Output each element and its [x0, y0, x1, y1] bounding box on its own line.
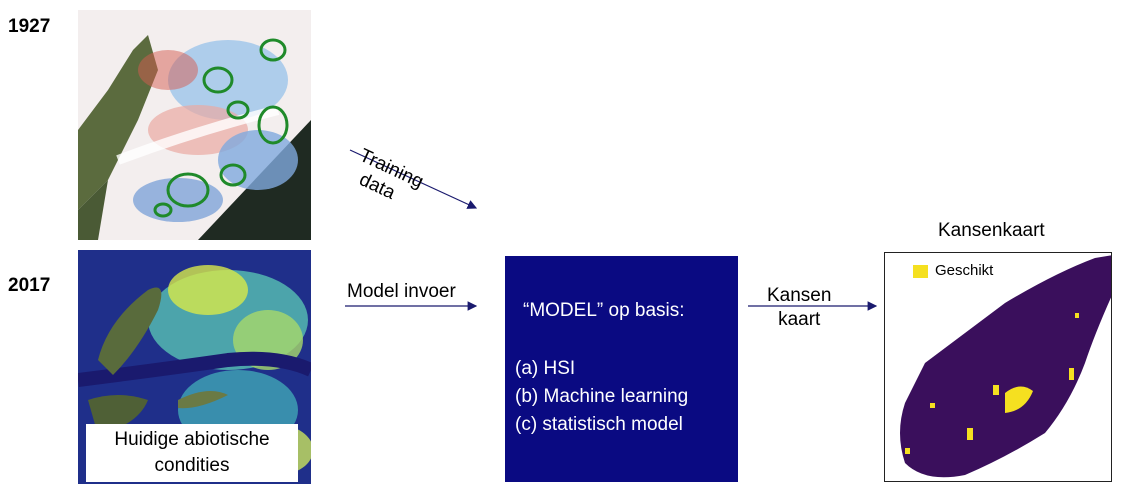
- year-label-2017: 2017: [8, 275, 51, 296]
- model-item-statistical: (c) statistisch model: [515, 414, 683, 435]
- current-conditions-line1: Huidige abiotische: [114, 429, 270, 450]
- kansenkaart-map: Geschikt: [884, 252, 1112, 482]
- model-input-label: Model invoer: [347, 281, 456, 302]
- kansenkaart-svg: [900, 255, 1111, 478]
- model-title: “MODEL” op basis:: [523, 300, 685, 321]
- legend-label-suitable: Geschikt: [935, 262, 994, 279]
- model-item-machine-learning: (b) Machine learning: [515, 386, 689, 407]
- kansenkaart-title: Kansenkaart: [938, 220, 1045, 241]
- year-label-1927: 1927: [8, 16, 51, 37]
- kansen-label-line1: Kansen: [767, 285, 832, 306]
- current-conditions-caption: Huidige abiotische condities: [86, 424, 298, 482]
- map-1927-svg: [78, 10, 311, 240]
- model-box: “MODEL” op basis: (a) HSI (b) Machine le…: [505, 256, 738, 482]
- map-1927-image: [78, 10, 311, 240]
- training-data-arrow: [349, 149, 478, 209]
- kansen-label-line2: kaart: [778, 309, 821, 330]
- model-item-hsi: (a) HSI: [515, 358, 576, 379]
- legend-swatch-suitable: [913, 265, 928, 278]
- kansen-kaart-label: Kansen kaart: [767, 284, 831, 332]
- current-conditions-line2: condities: [154, 455, 230, 476]
